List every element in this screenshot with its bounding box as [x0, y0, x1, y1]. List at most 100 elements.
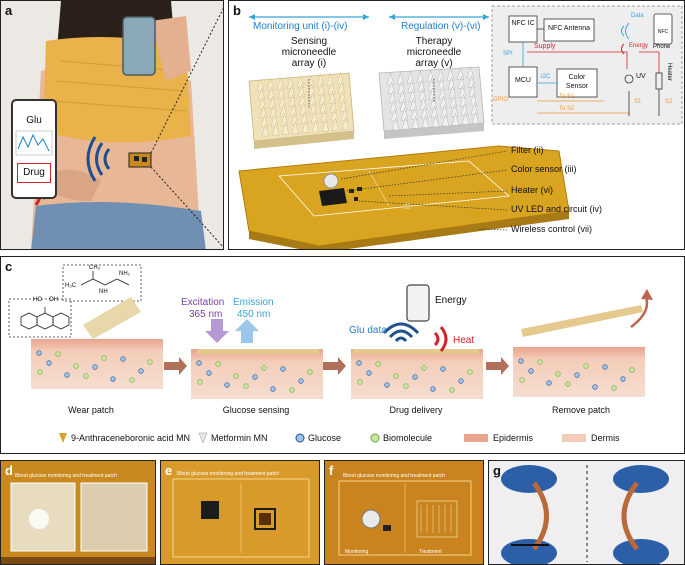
microneedle — [421, 114, 430, 128]
biomolecule-dot — [565, 381, 571, 387]
callout-wireless: Wireless control (vii) — [511, 224, 593, 234]
legend-epidermis: Epidermis — [493, 433, 534, 443]
microneedle — [441, 113, 450, 127]
microneedle — [471, 110, 480, 124]
callout-filter: Filter (ii) — [511, 145, 544, 155]
regulation-title: Regulation (v)-(vi) — [401, 21, 481, 32]
biomolecule-dot — [393, 373, 399, 379]
patch-photo-f — [325, 461, 483, 564]
step-wear-patch: Wear patch — [68, 405, 114, 415]
glucose-dot — [110, 376, 116, 382]
sensing-array-label: Sensing microneedle array (i) — [281, 36, 337, 69]
pcb-treatment-text: Treatment — [419, 549, 442, 555]
glucose-dot — [46, 360, 52, 366]
panel-b: b — [228, 0, 685, 250]
glucose-dot — [412, 374, 418, 380]
panel-a: a Glu — [0, 0, 224, 250]
phone-drug-label: Drug — [23, 167, 45, 178]
circuit-heater: Heater — [666, 63, 672, 82]
chem-nh: NH — [99, 289, 108, 295]
circuit-s2: S2 — [665, 99, 673, 105]
glucose-dot — [36, 350, 42, 356]
panel-e: e Blood glucose monitoring and treatment… — [160, 460, 320, 565]
circuit-nfc-antenna: NFC Antenna — [547, 25, 591, 32]
microneedle — [281, 121, 290, 135]
phone-mockup: Glu Drug — [11, 99, 57, 199]
glucose-dot — [298, 378, 304, 384]
microneedle — [301, 120, 310, 134]
excitation-nm: 365 nm — [189, 309, 223, 320]
glucose-dot — [270, 386, 276, 392]
microneedle — [271, 122, 280, 136]
biomolecule-dot — [555, 371, 561, 377]
chem-ho: HO — [33, 297, 42, 303]
chem-nh2: NH₂ — [119, 271, 130, 277]
glucose-dot — [546, 380, 552, 386]
biomolecule-dot — [101, 355, 107, 361]
glucose-dot — [430, 386, 436, 392]
panel-label: e — [165, 463, 173, 478]
legend-swatch-dermis — [562, 434, 586, 442]
circuit-phone-nfc: NFC — [657, 29, 669, 35]
circuit-color-sensor: Color Sensor — [565, 74, 589, 90]
panel-f: f Blood glucose monitoring and treatment… — [324, 460, 484, 565]
legend-swatch-metformin — [198, 432, 208, 444]
microneedle — [341, 116, 350, 130]
energy-label: Energy — [435, 295, 467, 306]
glucose-dot — [138, 368, 144, 374]
pcb-text: Blood glucose monitoring and treatment p… — [15, 473, 118, 479]
biomolecule-dot — [129, 377, 135, 383]
panel-label: d — [5, 463, 13, 478]
heat-label: Heat — [453, 335, 475, 346]
biomolecule-dot — [37, 369, 43, 375]
glucose-dot — [574, 372, 580, 378]
chem-ch3: CH₃ — [89, 265, 101, 271]
glu-data-label: Glu data — [349, 325, 387, 336]
glucose-dot — [196, 360, 202, 366]
circuit-i2c: I2C — [541, 74, 551, 80]
legend-biomolecule: Biomolecule — [383, 433, 433, 443]
circuit-to-s2: To S2 — [559, 106, 575, 112]
patch-photo-d — [1, 461, 155, 564]
biomolecule-dot — [519, 377, 525, 383]
panel-label: a — [5, 3, 13, 18]
monitoring-unit-title: Monitoring unit (i)-(iv) — [253, 21, 348, 32]
glucose-dot — [64, 372, 70, 378]
biomolecule-dot — [289, 387, 295, 393]
biomolecule-dot — [611, 385, 617, 391]
pcb-text: Blood glucose monitoring and treatment p… — [177, 471, 280, 477]
step-remove-patch: Remove patch — [551, 405, 611, 415]
legend-swatch-epidermis — [464, 434, 488, 442]
circuit-gpio: GPIO — [493, 97, 509, 103]
callout-color-sensor: Color sensor (iii) — [511, 164, 577, 174]
legend-swatch-biomolecule — [370, 433, 380, 443]
panel-label: b — [233, 3, 241, 18]
phone-drug-button[interactable]: Drug — [17, 163, 51, 183]
glucose-dot — [224, 382, 230, 388]
legend-dermis: Dermis — [591, 433, 620, 443]
glucose-dot — [592, 384, 598, 390]
circuit-mcu: MCU — [515, 77, 531, 84]
skin-block — [513, 347, 645, 397]
biomolecule-dot — [629, 367, 635, 373]
glucose-dot — [602, 364, 608, 370]
pcb-text: Blood glucose monitoring and treatment p… — [343, 473, 446, 479]
legend-anthracene: 9-Anthraceneboronic acid MN — [71, 433, 191, 443]
glucose-dot — [518, 358, 524, 364]
biomolecule-dot — [403, 383, 409, 389]
microneedle — [401, 116, 410, 130]
circuit-energy: Energy — [629, 43, 649, 49]
biomolecule-dot — [243, 383, 249, 389]
glucose-dot — [620, 376, 626, 382]
biomolecule-dot — [215, 361, 221, 367]
microneedle — [291, 120, 300, 134]
microneedle — [391, 117, 400, 131]
biomolecule-dot — [467, 369, 473, 375]
chem-h3c: H₃C — [65, 283, 77, 289]
emission-nm: 450 nm — [237, 309, 271, 320]
glucose-dot — [252, 374, 258, 380]
phone-glucose-chart — [15, 130, 53, 156]
microneedle — [311, 119, 320, 133]
step-glucose-sensing: Glucose sensing — [222, 405, 290, 415]
patch-photo-e — [161, 461, 319, 564]
